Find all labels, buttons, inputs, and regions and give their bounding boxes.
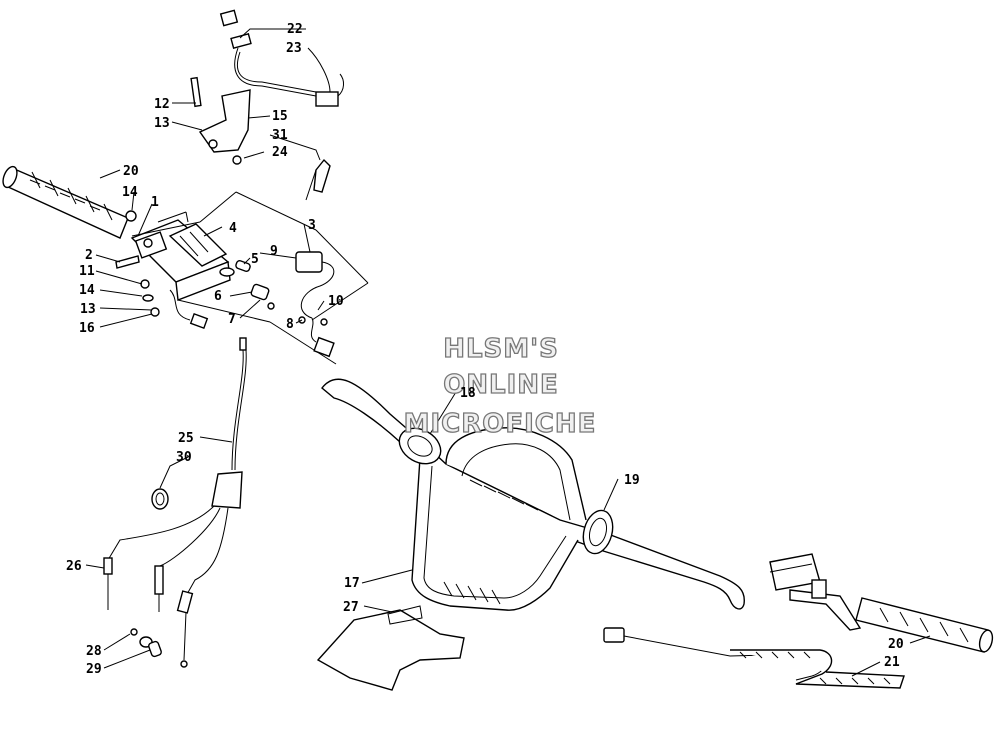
left-grip [2,165,129,239]
throttle-cable [103,337,247,668]
callout-7: 7 [228,312,236,327]
connector-31 [305,158,331,201]
callout-12: 12 [154,97,170,112]
callout-21: 21 [884,655,900,670]
cable-clamp-30 [151,488,169,510]
watermark-line-2: ONLINE [443,370,559,400]
callout-31: 31 [272,128,288,143]
callout-4: 4 [229,221,237,236]
callout-10: 10 [328,294,344,309]
callout-labels: 1 2 3 4 5 6 7 8 9 10 11 12 13 13 14 14 1… [66,22,904,677]
callout-15: 15 [272,109,288,124]
callout-25: 25 [178,431,194,446]
watermark: HLSM'S ONLINE MICROFICHE [403,333,597,439]
callout-23: 23 [286,41,302,56]
callout-14b: 14 [79,283,95,298]
callout-28: 28 [86,644,102,659]
throttle-switch [168,223,235,277]
watermark-line-3: MICROFICHE [404,409,597,439]
callout-5: 5 [251,252,259,267]
assembly-group-frame [131,191,369,365]
callout-20b: 20 [888,637,904,652]
mirror-bracket [190,76,251,153]
handlebar-pad-27 [316,605,465,691]
left-switch-housing [130,219,231,329]
watermark-line-1: HLSM'S [443,334,559,364]
callout-22: 22 [287,22,303,37]
right-grip [855,597,994,653]
grip-heater-21 [603,627,905,689]
callout-1: 1 [151,195,159,210]
callout-2: 2 [85,248,93,263]
callout-18: 18 [460,386,476,401]
callout-8: 8 [286,317,294,332]
callout-20a: 20 [123,164,139,179]
callout-29: 29 [86,662,102,677]
callout-6: 6 [214,289,222,304]
callout-24: 24 [272,145,288,160]
callout-3: 3 [308,218,316,233]
callout-26: 26 [66,559,82,574]
callout-14a: 14 [122,185,138,200]
callout-16: 16 [79,321,95,336]
callout-13a: 13 [154,116,170,131]
brake-master-cylinder [769,553,862,631]
handlebar [321,378,745,611]
callout-9: 9 [270,244,278,259]
callout-27: 27 [343,600,359,615]
callout-19: 19 [624,473,640,488]
nut-24 [232,155,242,165]
callout-11: 11 [79,264,95,279]
heater-wire-top [219,9,344,107]
leader-lines [85,28,931,677]
small-parts-5-8 [235,259,306,324]
callout-13b: 13 [80,302,96,317]
bar-grommets [398,427,614,555]
switch-9 [295,251,335,358]
callout-17: 17 [344,576,360,591]
callout-30: 30 [176,450,192,465]
